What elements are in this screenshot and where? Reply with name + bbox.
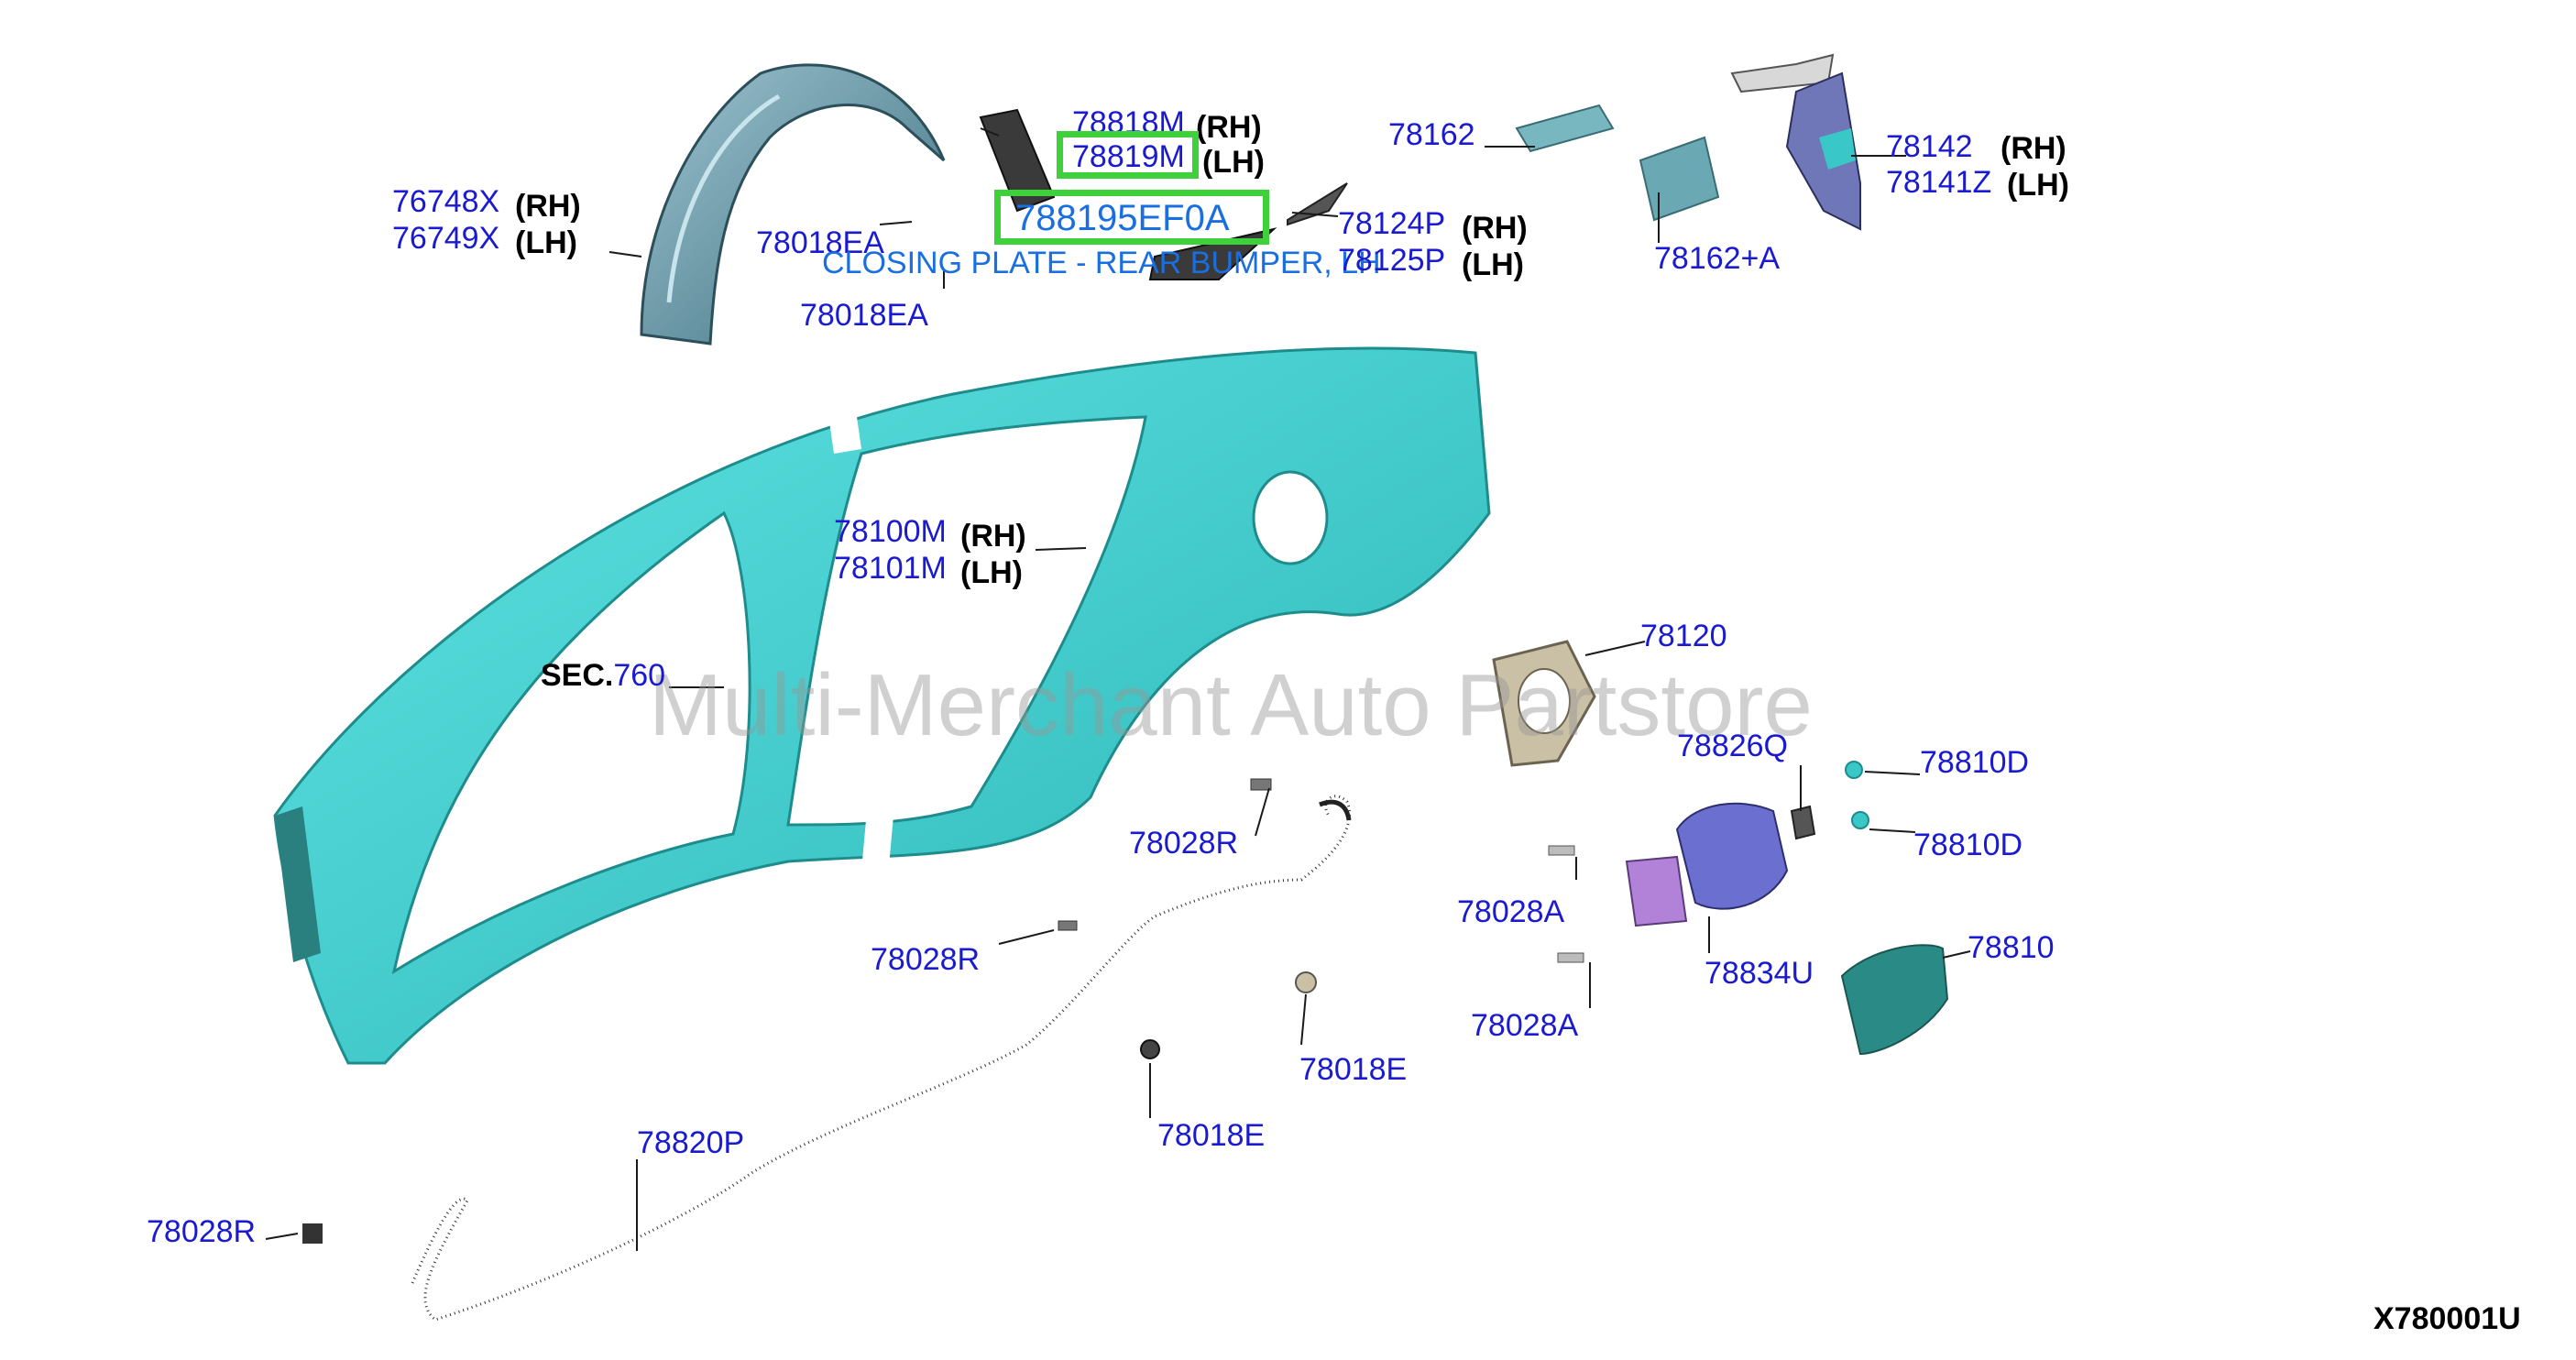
fuel-filler-housing-part[interactable] <box>1492 640 1596 767</box>
part-label-76749X[interactable]: 76749X <box>392 221 500 256</box>
part-label-78810[interactable]: 78810 <box>1968 930 2055 965</box>
side-label-rh: (RH) <box>1462 211 1528 246</box>
fuel-door-assembly-part[interactable] <box>1625 802 1816 927</box>
part-label-78819M[interactable]: 78819M <box>1072 139 1185 174</box>
part-label-78162[interactable]: 78162 <box>1388 117 1475 152</box>
highlight-tooltip: CLOSING PLATE - REAR BUMPER, LH <box>822 246 1381 280</box>
part-label-78028A[interactable]: 78028A <box>1457 894 1565 929</box>
side-label-lh: (LH) <box>1462 247 1524 282</box>
part-label-78101M[interactable]: 78101M <box>834 551 947 586</box>
side-label-lh: (LH) <box>960 555 1023 590</box>
part-label-78142[interactable]: 78142 <box>1886 129 1973 164</box>
diagram-code: X780001U <box>2373 1301 2521 1336</box>
clip-fasteners[interactable] <box>302 761 1869 1244</box>
part-label-78162A[interactable]: 78162+A <box>1654 241 1781 276</box>
part-label-78018EA[interactable]: 78018EA <box>800 298 928 333</box>
side-label-lh: (LH) <box>1202 145 1265 180</box>
leader-lines <box>265 127 1971 1251</box>
wheelhouse-liner-part[interactable] <box>640 63 946 345</box>
part-label-78834U[interactable]: 78834U <box>1705 956 1814 991</box>
highlight-box-78819M <box>1057 131 1199 179</box>
part-label-78100M[interactable]: 78100M <box>834 514 947 549</box>
part-label-78028R[interactable]: 78028R <box>871 942 981 977</box>
part-label-78124P[interactable]: 78124P <box>1338 206 1446 241</box>
part-label-78141Z[interactable]: 78141Z <box>1886 165 1992 200</box>
part-label-78028R[interactable]: 78028R <box>147 1214 257 1249</box>
extension-panel-part[interactable] <box>1730 53 1861 231</box>
part-label-78125P[interactable]: 78125P <box>1338 243 1446 278</box>
section-reference[interactable]: SEC.760 <box>541 660 665 691</box>
part-label-78028A[interactable]: 78028A <box>1471 1008 1579 1043</box>
highlight-box-788195EF0A <box>994 190 1269 245</box>
fuel-door-part[interactable] <box>1840 944 1949 1056</box>
side-label-lh: (LH) <box>515 225 577 260</box>
part-label-78018E[interactable]: 78018E <box>1299 1052 1408 1087</box>
side-label-lh: (LH) <box>2007 168 2069 203</box>
highlighted-part-number[interactable]: 788195EF0A <box>1015 198 1230 238</box>
part-label-78810D[interactable]: 78810D <box>1913 828 2023 862</box>
side-label-rh: (RH) <box>1196 110 1262 145</box>
part-label-78820P[interactable]: 78820P <box>637 1125 745 1160</box>
side-label-rh: (RH) <box>515 189 581 224</box>
side-label-rh: (RH) <box>960 519 1026 554</box>
body-side-outer-panel[interactable] <box>273 346 1491 1065</box>
part-label-78018E[interactable]: 78018E <box>1157 1118 1266 1153</box>
part-label-78120[interactable]: 78120 <box>1640 619 1727 653</box>
section-number[interactable]: 760 <box>613 658 666 693</box>
section-prefix: SEC. <box>541 658 614 693</box>
part-label-78028R[interactable]: 78028R <box>1129 826 1239 861</box>
part-label-78826Q[interactable]: 78826Q <box>1677 729 1788 763</box>
drain-hose-part[interactable] <box>411 795 1352 1322</box>
side-label-rh: (RH) <box>2001 131 2066 166</box>
trim-plate-part[interactable] <box>1515 104 1720 222</box>
part-label-78018EA[interactable]: 78018EA <box>756 225 884 260</box>
part-label-76748X[interactable]: 76748X <box>392 184 500 219</box>
part-label-78810D[interactable]: 78810D <box>1920 745 2030 780</box>
